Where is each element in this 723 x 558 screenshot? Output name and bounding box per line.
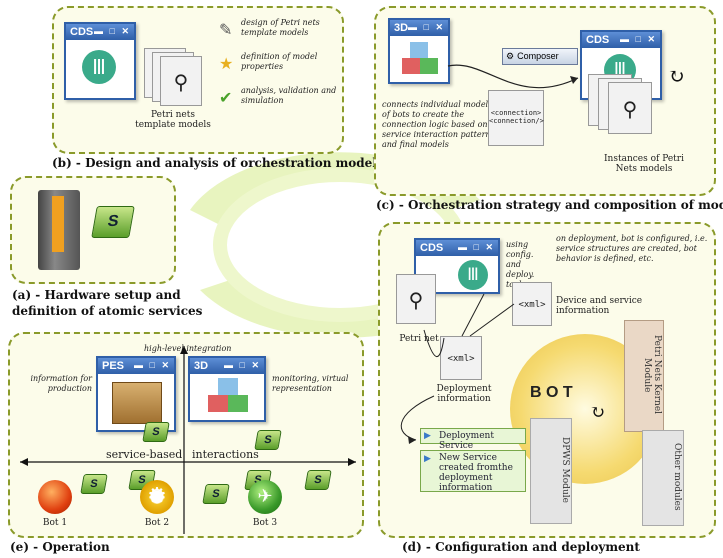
instance-documents-icon: ⚲ (588, 74, 662, 138)
3d-window: 3D ▬ □ ✕ (188, 356, 266, 422)
bot-1-icon (38, 480, 72, 514)
deployment-xml-icon: <xml> (440, 336, 482, 380)
monitor-note: monitoring, virtual representation (272, 374, 349, 393)
hardware-accent (52, 196, 64, 252)
cubes-icon (402, 42, 438, 76)
composer-label: Composer (517, 51, 559, 61)
panel-orchestration: 3D▬ □ ✕ connects individual models of bo… (374, 6, 716, 196)
caption-e: (e) - Operation (10, 540, 110, 554)
service-badge: S (142, 422, 170, 442)
deployment-service-box: Deployment Service (420, 428, 526, 451)
service-badge: S (80, 474, 108, 494)
feature-text: definition of model properties (241, 52, 318, 71)
feature-text: analysis, validation and simulation (241, 86, 337, 105)
device-info-label: Device and service information (556, 296, 643, 316)
composer-button[interactable]: ⚙Composer (502, 48, 578, 65)
window-controls-icon: ▬ □ ✕ (94, 26, 131, 36)
box-icon (112, 382, 162, 424)
window-controls-icon: ▬ □ ✕ (224, 360, 261, 370)
bot-label: Bot 3 (252, 518, 278, 528)
feature-item: ✔ analysis, validation and simulation (219, 86, 339, 120)
caption-a-line1: (a) - Hardware setup and (12, 288, 181, 302)
composition-description: connects individual models of bots to cr… (382, 100, 495, 149)
puzzle-label: Other modules (672, 443, 682, 511)
info-note: information for production (30, 374, 92, 393)
arrow-tag-icon: ▶ (424, 454, 431, 464)
device-xml-icon: <xml> (512, 282, 552, 326)
service-badge: S (91, 206, 135, 238)
instances-label: Instances of Petri Nets models (604, 154, 684, 174)
puzzle-petri-kernel (624, 320, 664, 432)
axis-label-right: interactions (192, 448, 259, 461)
panel-design-analysis: CDS▬ □ ✕ Ⅲ ⚲ Petri nets template models … (52, 6, 344, 154)
deployment-note: on deployment, bot is configured, i.e. s… (556, 234, 708, 263)
window-title: PES (102, 360, 125, 372)
deployment-arrows (400, 293, 515, 444)
service-badge: S (304, 470, 332, 490)
integration-axes (20, 346, 356, 534)
window-title: CDS (70, 26, 94, 38)
pes-window: PES ▬ □ ✕ (96, 356, 176, 432)
window-title: CDS (420, 242, 444, 254)
feature-item: ✎ design of Petri nets template models (219, 18, 339, 52)
window-title: 3D (194, 360, 209, 372)
star-icon: ★ (219, 54, 234, 73)
bot-label: Bot 1 (42, 518, 68, 528)
bot-2-gear-icon: ⚙ (140, 480, 174, 514)
puzzle-dpws (530, 418, 572, 524)
axis-label-left: service-based (106, 448, 183, 461)
window-controls-icon: ▬ □ ✕ (134, 360, 171, 370)
petri-net-label: Petri net (399, 334, 439, 344)
window-controls-icon: ▬ □ ✕ (408, 22, 445, 32)
pencil-icon: ✎ (219, 20, 233, 39)
petri-net-logo-icon: Ⅲ (82, 50, 116, 84)
connection-document-icon: <connection> <connection/> (488, 90, 544, 146)
caption-c: (c) - Orchestration strategy and composi… (376, 198, 723, 212)
caption-b: (b) - Design and analysis of orchestrati… (52, 156, 384, 170)
window-controls-icon: ▬ □ ✕ (620, 34, 657, 44)
composer-gear-icon: ⚙ (506, 51, 515, 61)
cds-window: CDS▬ □ ✕ Ⅲ (64, 22, 136, 100)
refresh-icon: ↻ (668, 64, 685, 88)
bot-3-icon: ✈ (248, 480, 282, 514)
bot-refresh-icon: ↻ (590, 402, 606, 423)
panel-operation: high-level integration PES▬ □ ✕ 3D▬ □ ✕ … (8, 332, 364, 538)
template-documents-icon: ⚲ (144, 48, 214, 108)
window-controls-icon: ▬ □ ✕ (458, 242, 495, 252)
service-badge: S (254, 430, 282, 450)
puzzle-other (642, 430, 684, 526)
feature-item: ★ definition of model properties (219, 52, 339, 86)
cubes-icon (208, 378, 248, 414)
3d-window: 3D▬ □ ✕ (388, 18, 450, 84)
bot-label: B O T (530, 384, 573, 401)
arrow-tag-icon: ▶ (424, 431, 431, 441)
window-title: 3D (394, 22, 409, 34)
service-badge: S (202, 484, 230, 504)
petri-net-logo-icon: Ⅲ (458, 260, 488, 290)
deployment-info-label: Deployment information (436, 384, 492, 404)
window-title: CDS (586, 34, 610, 46)
composition-arrow (447, 64, 579, 89)
caption-d: (d) - Configuration and deployment (402, 540, 640, 554)
caption-a-line2: definition of atomic services (12, 304, 203, 318)
feature-text: design of Petri nets template models (241, 18, 320, 37)
puzzle-label: Petri Nets Kernel Module (642, 335, 662, 415)
integration-label: high-level integration (144, 344, 232, 353)
panel-hardware: S (10, 176, 176, 284)
new-service-box: New Service created fromthe deployment i… (420, 450, 526, 493)
models-label: Petri nets template models (135, 110, 211, 130)
petri-net-document-icon: ⚲ (396, 274, 436, 324)
checkmark-icon: ✔ (219, 88, 233, 107)
puzzle-label: DPWS Module (560, 437, 570, 503)
bot-label: Bot 2 (144, 518, 170, 528)
panel-configuration: CDS▬ □ ✕ Ⅲ ⚲ using config. and deploy. t… (378, 222, 716, 538)
